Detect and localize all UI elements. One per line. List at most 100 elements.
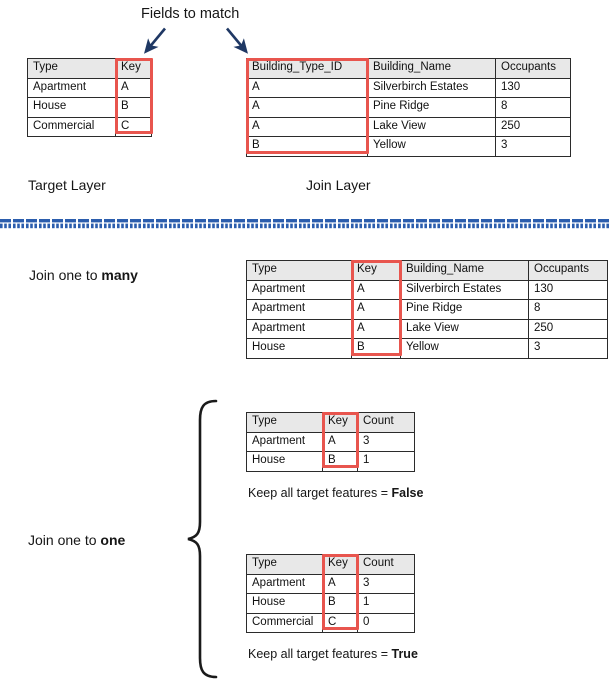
table-row: Apartment A Pine Ridge 8 (246, 299, 608, 320)
join-one-to-one-emphasis: one (100, 532, 126, 548)
column-header-type: Type (246, 260, 352, 281)
cell-type: Apartment (246, 318, 352, 339)
arrow-down-right-icon (223, 27, 255, 57)
cell-type: House (27, 97, 116, 118)
cell-count: 0 (357, 612, 415, 633)
cell-building-name: Pine Ridge (367, 97, 496, 118)
cell-building-name: Silverbirch Estates (367, 77, 496, 98)
keep-all-false-emphasis: False (391, 486, 424, 500)
keep-all-false-prefix: Keep all target features = (248, 486, 392, 500)
column-header-key: Key (351, 260, 401, 281)
table-row: House B 1 (246, 451, 415, 472)
cell-key: B (115, 97, 152, 118)
cell-key: A (351, 318, 401, 339)
fields-to-match-label: Fields to match (141, 6, 240, 22)
one-to-one-true-table-wrap: Type Key Count Apartment A 3 House B 1 C… (246, 554, 415, 633)
table-row: A Pine Ridge 8 (246, 97, 571, 118)
table-row: Apartment A 3 (246, 431, 415, 452)
column-header: Type (27, 58, 116, 79)
one-to-many-table: Type Key Building_Name Occupants Apartme… (246, 260, 608, 359)
cell-type: House (246, 593, 323, 614)
column-header-occupants: Occupants (528, 260, 608, 281)
cell-type: Apartment (246, 573, 323, 594)
table-row: Commercial C 0 (246, 612, 415, 633)
cell-building-type-id: B (246, 136, 368, 157)
cell-building-type-id: A (246, 97, 368, 118)
keep-all-false-label: Keep all target features = False (248, 487, 423, 500)
cell-key: A (351, 299, 401, 320)
table-row: Apartment A Silverbirch Estates 130 (246, 279, 608, 300)
keep-all-true-prefix: Keep all target features = (248, 647, 392, 661)
cell-count: 1 (357, 593, 415, 614)
cell-type: House (246, 451, 323, 472)
cell-key: B (351, 338, 401, 359)
cell-count: 3 (357, 573, 415, 594)
keep-all-true-label: Keep all target features = True (248, 648, 418, 661)
join-one-to-many-emphasis: many (101, 267, 138, 283)
one-to-one-false-table-wrap: Type Key Count Apartment A 3 House B 1 (246, 412, 415, 472)
cell-occupants: 250 (495, 116, 571, 137)
column-header-type: Type (246, 412, 323, 433)
cell-building-type-id: A (246, 116, 368, 137)
table-row: Apartment A (27, 77, 152, 98)
cell-type: Commercial (27, 116, 116, 137)
table-row: B Yellow 3 (246, 136, 571, 157)
column-header-building-name: Building_Name (400, 260, 529, 281)
column-header-occupants: Occupants (495, 58, 571, 79)
cell-key: A (322, 431, 358, 452)
join-one-to-many-prefix: Join one to (29, 267, 102, 283)
table-row: House B (27, 97, 152, 118)
cell-building-type-id: A (246, 77, 368, 98)
column-header-count: Count (357, 554, 415, 575)
cell-type: Apartment (246, 299, 352, 320)
column-header-key: Key (322, 412, 358, 433)
cell-building-name: Lake View (400, 318, 529, 339)
table-row: A Silverbirch Estates 130 (246, 77, 571, 98)
column-header-building-type-id: Building_Type_ID (246, 58, 368, 79)
cell-type: Commercial (246, 612, 323, 633)
target-layer-table-wrap: Type Key Apartment A House B Commercial … (27, 58, 153, 137)
one-to-one-true-table: Type Key Count Apartment A 3 House B 1 C… (246, 554, 415, 633)
cell-key: A (322, 573, 358, 594)
column-header-count: Count (357, 412, 415, 433)
table-header-row: Type Key Count (246, 554, 415, 575)
curly-brace-icon (176, 398, 224, 680)
cell-count: 1 (357, 451, 415, 472)
cell-type: Apartment (27, 77, 116, 98)
dashed-divider-icon (0, 219, 613, 232)
cell-occupants: 250 (528, 318, 608, 339)
table-header-row: Building_Type_ID Building_Name Occupants (246, 58, 571, 79)
join-layer-table-wrap: Building_Type_ID Building_Name Occupants… (246, 58, 571, 157)
cell-building-name: Pine Ridge (400, 299, 529, 320)
table-row: Apartment A 3 (246, 573, 415, 594)
table-row: Apartment A Lake View 250 (246, 318, 608, 339)
table-header-row: Type Key Count (246, 412, 415, 433)
table-row: Commercial C (27, 116, 152, 137)
cell-key: A (115, 77, 152, 98)
join-layer-table: Building_Type_ID Building_Name Occupants… (246, 58, 571, 157)
cell-occupants: 130 (495, 77, 571, 98)
cell-occupants: 3 (495, 136, 571, 157)
cell-key: A (351, 279, 401, 300)
cell-building-name: Lake View (367, 116, 496, 137)
cell-key: B (322, 451, 358, 472)
cell-type: Apartment (246, 279, 352, 300)
column-header-type: Type (246, 554, 323, 575)
keep-all-true-emphasis: True (391, 647, 418, 661)
table-header-row: Type Key (27, 58, 152, 79)
table-header-row: Type Key Building_Name Occupants (246, 260, 608, 281)
table-row: House B 1 (246, 593, 415, 614)
cell-occupants: 8 (528, 299, 608, 320)
join-one-to-many-label: Join one to many (29, 268, 138, 282)
join-layer-caption: Join Layer (306, 177, 371, 193)
one-to-one-false-table: Type Key Count Apartment A 3 House B 1 (246, 412, 415, 472)
cell-type: Apartment (246, 431, 323, 452)
column-header-key: Key (115, 58, 152, 79)
cell-occupants: 8 (495, 97, 571, 118)
join-one-to-one-prefix: Join one to (28, 532, 101, 548)
cell-key: C (115, 116, 152, 137)
cell-count: 3 (357, 431, 415, 452)
cell-building-name: Silverbirch Estates (400, 279, 529, 300)
target-layer-caption: Target Layer (28, 177, 106, 193)
column-header-key: Key (322, 554, 358, 575)
